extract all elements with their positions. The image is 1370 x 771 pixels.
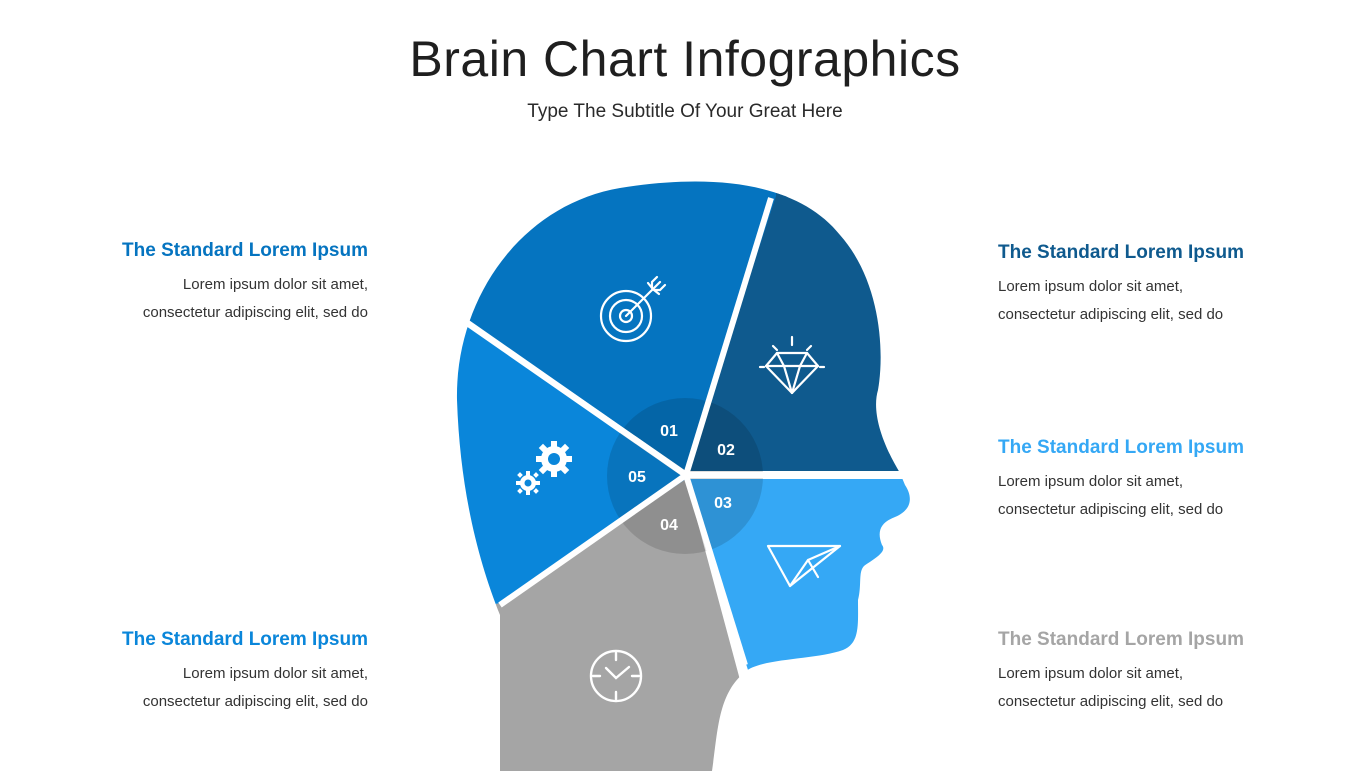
block-body: Lorem ipsum dolor sit amet, consectetur …	[998, 273, 1268, 329]
block-heading: The Standard Lorem Ipsum	[998, 629, 1244, 650]
page-title: Brain Chart Infographics	[409, 31, 961, 87]
segment-dividers	[463, 197, 915, 666]
segment-number-04: 04	[660, 517, 678, 534]
block-body-line: consectetur adipiscing elit, sed do	[998, 501, 1224, 518]
block-heading: The Standard Lorem Ipsum	[122, 240, 368, 261]
block-body-line: Lorem ipsum dolor sit amet,	[998, 665, 1184, 682]
text-block-right-1: The Standard Lorem Ipsum Lorem ipsum dol…	[998, 242, 1268, 329]
block-body: Lorem ipsum dolor sit amet, consectetur …	[98, 271, 368, 327]
paper-plane-icon	[766, 544, 842, 588]
text-block-right-3: The Standard Lorem Ipsum Lorem ipsum dol…	[998, 629, 1268, 716]
target-arrow-icon	[599, 275, 667, 343]
block-body-line: Lorem ipsum dolor sit amet,	[998, 473, 1184, 490]
block-body-line: Lorem ipsum dolor sit amet,	[182, 276, 368, 293]
segment-number-02: 02	[717, 442, 735, 459]
block-heading: The Standard Lorem Ipsum	[122, 629, 368, 650]
block-body-line: consectetur adipiscing elit, sed do	[998, 693, 1224, 710]
text-block-right-2: The Standard Lorem Ipsum Lorem ipsum dol…	[998, 437, 1268, 524]
text-block-left-top: The Standard Lorem Ipsum Lorem ipsum dol…	[98, 240, 368, 327]
block-body: Lorem ipsum dolor sit amet, consectetur …	[998, 468, 1268, 524]
block-body-line: consectetur adipiscing elit, sed do	[998, 306, 1224, 323]
block-body-line: Lorem ipsum dolor sit amet,	[182, 665, 368, 682]
gears-icon	[516, 441, 572, 495]
segment-number-03: 03	[714, 495, 732, 512]
segment-number-01: 01	[660, 423, 678, 440]
block-heading: The Standard Lorem Ipsum	[998, 437, 1244, 458]
page-subtitle: Type The Subtitle Of Your Great Here	[527, 101, 843, 122]
block-heading: The Standard Lorem Ipsum	[998, 242, 1244, 263]
diamond-icon	[758, 335, 826, 395]
text-block-left-bottom: The Standard Lorem Ipsum Lorem ipsum dol…	[98, 629, 368, 716]
block-body-line: consectetur adipiscing elit, sed do	[142, 693, 368, 710]
block-body-line: consectetur adipiscing elit, sed do	[142, 304, 368, 321]
clock-icon	[589, 649, 643, 703]
segment-number-05: 05	[628, 469, 646, 486]
block-body: Lorem ipsum dolor sit amet, consectetur …	[998, 660, 1268, 716]
block-body: Lorem ipsum dolor sit amet, consectetur …	[98, 660, 368, 716]
segment-04[interactable]	[420, 479, 740, 771]
block-body-line: Lorem ipsum dolor sit amet,	[998, 278, 1184, 295]
